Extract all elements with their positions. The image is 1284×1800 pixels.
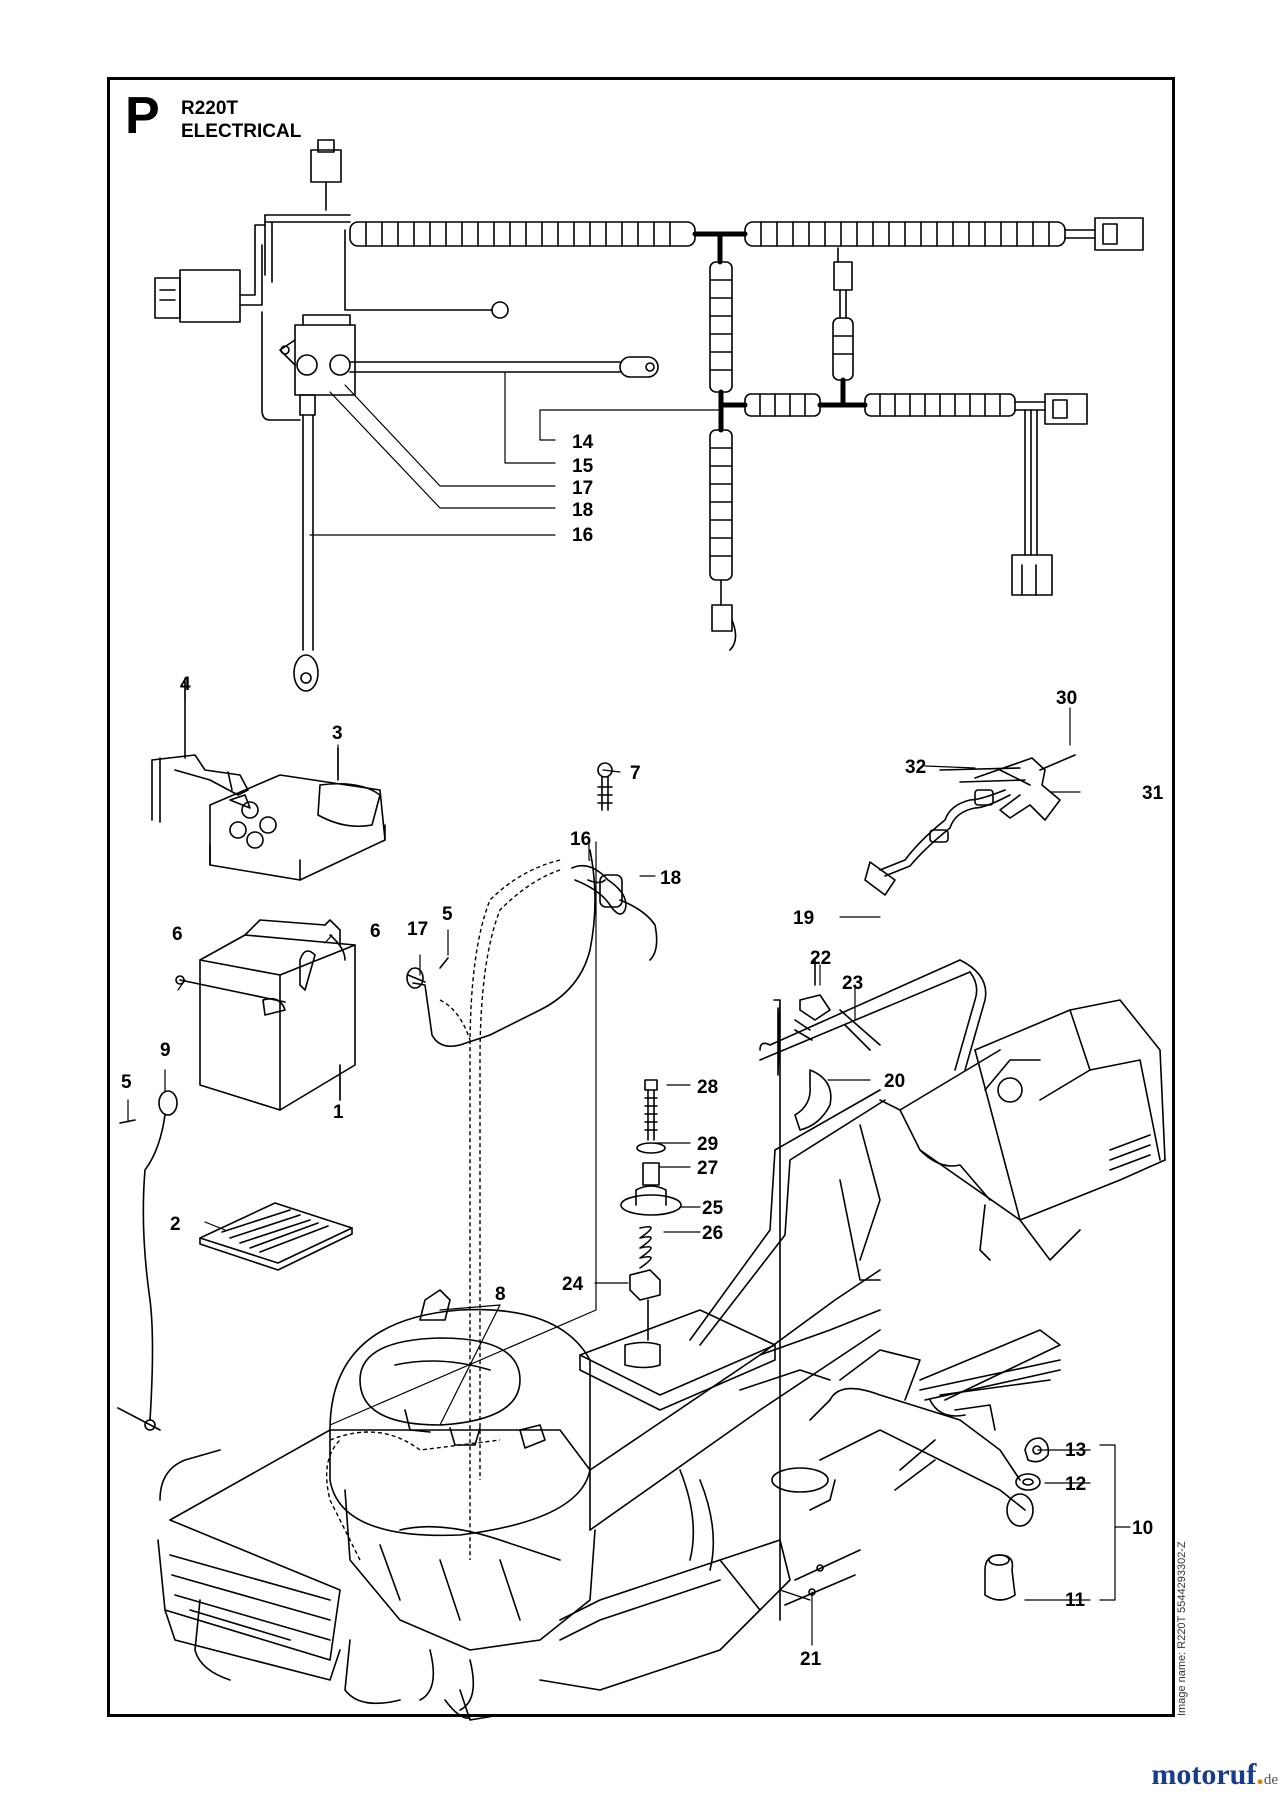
ground-cable-9: [117, 1090, 178, 1431]
manual: [199, 1202, 353, 1271]
mower-chassis: [157, 959, 1166, 1721]
callout-5b: 5: [121, 1072, 132, 1093]
logo-dot: .: [1256, 1758, 1264, 1791]
cable-tie-21: [784, 1549, 861, 1606]
logo-name: motoruf: [1151, 1758, 1257, 1791]
callout-14: 14: [572, 432, 594, 453]
callout-3: 3: [332, 723, 343, 744]
battery: [175, 919, 356, 1110]
callout-13: 13: [1065, 1440, 1086, 1461]
callout-4: 4: [180, 674, 191, 695]
callout-18b: 18: [660, 868, 681, 889]
seat-switch: [773, 959, 881, 1621]
callout-32: 32: [905, 757, 926, 778]
callout-28: 28: [697, 1077, 718, 1098]
callout-16b: 16: [570, 829, 591, 850]
callout-17b: 17: [407, 919, 428, 940]
model-name: R220T: [181, 98, 239, 119]
leader-lines-lower: [127, 677, 1131, 1646]
callout-26: 26: [702, 1223, 723, 1244]
motoruf-logo[interactable]: motoruf.de: [1151, 1758, 1278, 1792]
spring-assembly: [620, 1079, 682, 1341]
callout-29: 29: [697, 1134, 718, 1155]
callout-5a: 5: [442, 904, 453, 925]
callout-7: 7: [630, 763, 641, 784]
diagram-frame: [107, 77, 1175, 1717]
callout-18: 18: [572, 500, 593, 521]
callout-12: 12: [1065, 1474, 1086, 1495]
callout-17: 17: [572, 478, 593, 499]
callout-8: 8: [495, 1284, 506, 1305]
section-letter: P: [125, 87, 160, 145]
callout-27: 27: [697, 1158, 718, 1179]
callout-31: 31: [1142, 783, 1164, 804]
callout-21: 21: [800, 1649, 822, 1670]
callout-25: 25: [702, 1198, 724, 1219]
callout-19: 19: [793, 908, 814, 929]
ignition-coil-cable: [571, 762, 658, 961]
callout-numbers: 14 15 17 18 16 4 3 7 16 18 30 32 31 19 6…: [121, 432, 1164, 1670]
callout-24: 24: [562, 1274, 584, 1295]
callout-20: 20: [884, 1071, 905, 1092]
switch-harness: [864, 754, 1076, 896]
callout-16: 16: [572, 525, 593, 546]
callout-6b: 6: [370, 921, 381, 942]
callout-10: 10: [1132, 1518, 1153, 1539]
callout-15: 15: [572, 456, 594, 477]
callout-30: 30: [1056, 688, 1077, 709]
callout-6a: 6: [172, 924, 183, 945]
callout-23: 23: [842, 973, 863, 994]
image-name-caption: Image name: R220T 5544293302-Z: [1176, 1541, 1188, 1716]
wiring-harness: [154, 139, 1144, 692]
battery-cover: [209, 747, 386, 881]
callout-22: 22: [810, 948, 831, 969]
callout-2: 2: [170, 1214, 181, 1235]
callout-9: 9: [160, 1040, 171, 1061]
section-title: ELECTRICAL: [181, 121, 302, 142]
logo-tld: de: [1263, 1772, 1278, 1788]
leader-lines-upper: [309, 372, 721, 536]
callout-11: 11: [1065, 1590, 1086, 1611]
wheel-hardware: [984, 1437, 1050, 1601]
battery-cable-17: [406, 849, 596, 1048]
callout-1: 1: [333, 1102, 344, 1123]
